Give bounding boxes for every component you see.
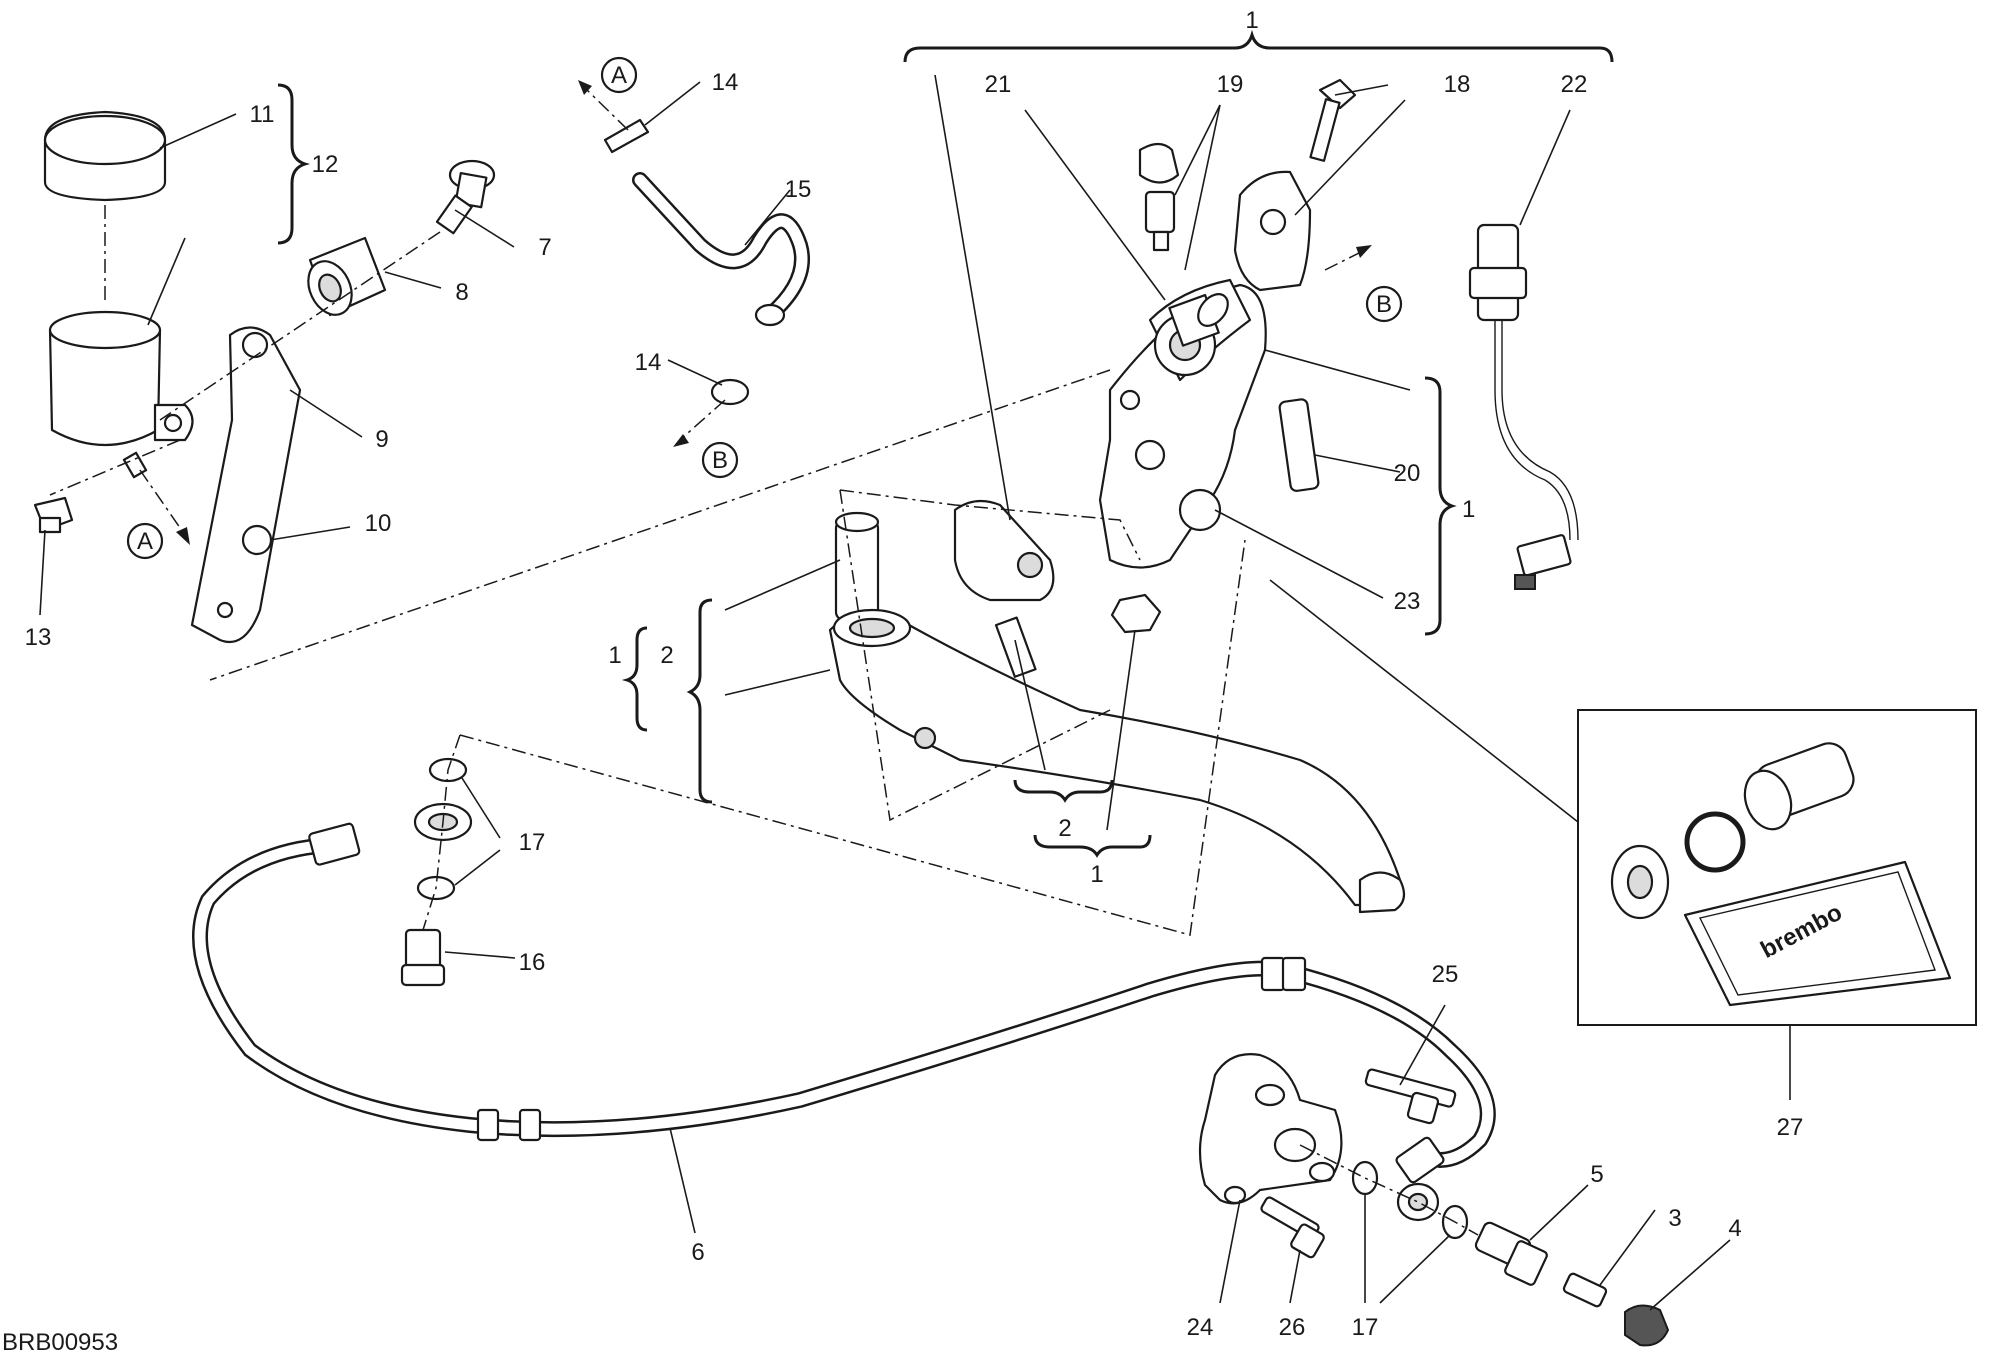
callout-10: 10: [365, 510, 392, 537]
banjo-fitting: [1168, 293, 1229, 347]
clamp-half: [1233, 170, 1312, 292]
callout-17-bottom: 17: [1352, 1314, 1379, 1341]
hose-clamp-bottom: [710, 378, 750, 406]
kit-piston: [1743, 742, 1855, 831]
callout-23: 23: [1394, 588, 1421, 615]
callout-7: 7: [538, 234, 551, 261]
fluid-reservoir: [48, 310, 194, 479]
callout-5: 5: [1590, 1161, 1603, 1188]
slave-bolt-upper: [1364, 1068, 1457, 1125]
connection-arrow-a: [139, 469, 186, 536]
callout-6: 6: [691, 1239, 704, 1266]
pivot-nut: [1110, 593, 1162, 634]
brake-light-switch: [1468, 223, 1579, 590]
callout-9: 9: [375, 426, 388, 453]
reservoir-cap: [43, 110, 167, 202]
adjuster-bracket: [953, 499, 1055, 602]
callout-27: 27: [1777, 1114, 1804, 1141]
centerline: [159, 231, 441, 421]
callout-19: 19: [1217, 71, 1244, 98]
marker-a-left: A: [137, 528, 153, 555]
callout-8: 8: [455, 279, 468, 306]
banjo-bolt-bottom: [1474, 1221, 1548, 1286]
kit-seal: [1610, 844, 1670, 920]
pivot-bushing: [834, 511, 880, 622]
callout-22: 22: [1561, 71, 1588, 98]
repair-kit-box: brembo: [1269, 579, 1977, 1026]
bleed-valve: [1562, 1272, 1608, 1308]
slave-cylinder: [1198, 1053, 1343, 1205]
rubber-grommet: [307, 236, 387, 317]
bracket-screw: [241, 524, 273, 556]
clutch-lever: [828, 608, 1406, 914]
bleed-valve-cap: [1624, 1304, 1670, 1347]
sealing-washers-bottom: [1351, 1160, 1469, 1240]
callout-2-left: 2: [660, 642, 673, 669]
callout-21: 21: [985, 71, 1012, 98]
callout-25: 25: [1432, 961, 1459, 988]
bleed-cap: [1138, 142, 1180, 252]
lever-spring: [994, 616, 1037, 678]
hose-clamp-top: [603, 118, 650, 154]
marker-a-top: A: [611, 62, 627, 89]
marker-b-bottom: B: [712, 447, 728, 474]
callout-3: 3: [1668, 1205, 1681, 1232]
callout-24: 24: [1187, 1314, 1214, 1341]
reservoir-screw: [33, 496, 74, 534]
callout-1-right: 1: [1462, 496, 1475, 523]
callout-15: 15: [785, 176, 812, 203]
reservoir-fitting: [435, 159, 496, 235]
callout-1-bottom: 1: [1090, 861, 1103, 888]
drawing-code: BRB00953: [2, 1329, 118, 1355]
marker-b-right: B: [1376, 291, 1392, 318]
hose-banjo-bottom: [1395, 1136, 1445, 1222]
centerline: [49, 439, 181, 496]
clutch-hose: [192, 837, 1496, 1168]
reservoir-hose: [632, 172, 810, 327]
kit-circlip: [1684, 811, 1746, 873]
switch-pin: [1278, 398, 1320, 492]
callout-17-top: 17: [519, 829, 546, 856]
marker-a-circle: [126, 522, 164, 560]
callout-26: 26: [1279, 1314, 1306, 1341]
callout-13: 13: [25, 624, 52, 651]
kit-instruction-card: brembo: [1683, 860, 1952, 1007]
callout-20: 20: [1394, 460, 1421, 487]
callout-2-bottom: 2: [1058, 815, 1071, 842]
banjo-bolt-top: [400, 928, 446, 987]
clamp-screw: [1309, 78, 1357, 162]
callout-16: 16: [519, 949, 546, 976]
callout-14-bottom: 14: [635, 349, 662, 376]
callout-11: 11: [250, 101, 275, 128]
callout-4: 4: [1728, 1215, 1741, 1242]
callout-12: 12: [312, 151, 339, 178]
callout-18: 18: [1444, 71, 1471, 98]
slave-bolt-lower: [1260, 1196, 1325, 1259]
reservoir-bracket: [190, 326, 302, 643]
callout-1-top: 1: [1245, 7, 1258, 34]
callout-14-top: 14: [712, 69, 739, 96]
callout-1-left: 1: [608, 642, 621, 669]
hose-banjo-top: [308, 802, 473, 866]
